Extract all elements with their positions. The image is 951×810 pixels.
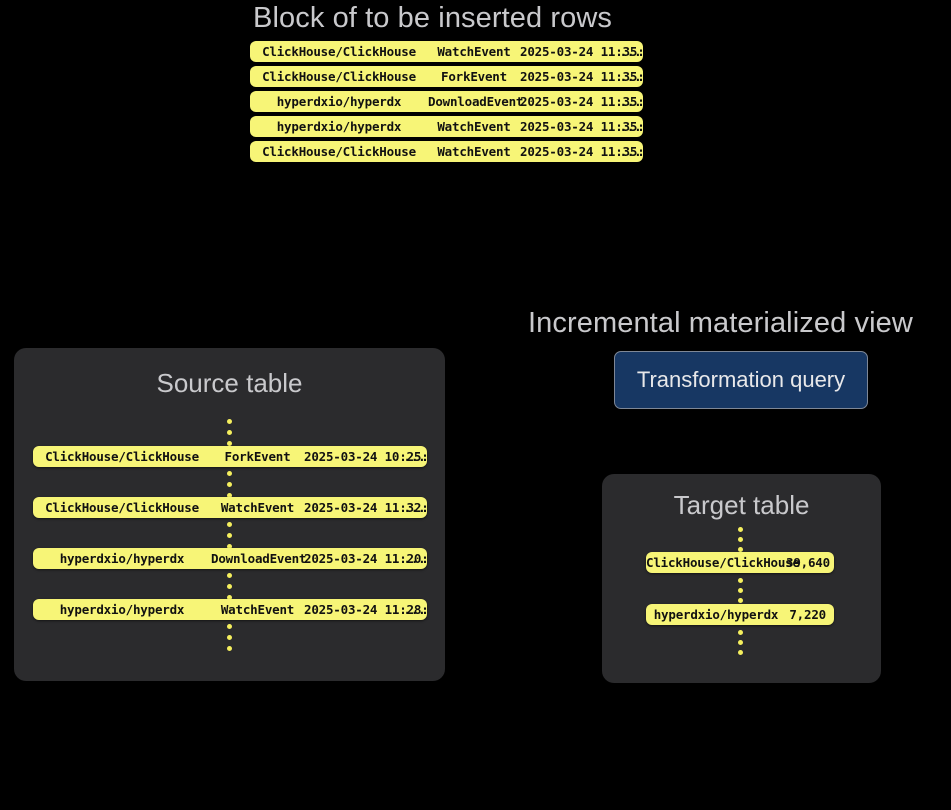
row-event: DownloadEvent xyxy=(211,551,307,566)
row-timestamp: 2025-03-24 11:28:32 xyxy=(304,602,427,617)
block-row: ClickHouse/ClickHouse WatchEvent 2025-03… xyxy=(250,141,643,162)
row-event: WatchEvent xyxy=(220,602,295,617)
ellipsis-dots xyxy=(227,522,232,549)
row-timestamp: 2025-03-24 11:35:48 xyxy=(520,94,643,109)
row-timestamp: 2025-03-24 11:35:54 xyxy=(520,144,643,159)
block-row: hyperdxio/hyperdx WatchEvent 2025-03-24 … xyxy=(250,116,643,137)
row-more: ... xyxy=(619,119,642,134)
transformation-query-label: Transformation query xyxy=(636,367,846,392)
ellipsis-dots xyxy=(227,624,232,651)
target-table-row: hyperdxio/hyperdx 7,220 xyxy=(646,604,834,625)
target-table-row: ClickHouse/ClickHouse 39,640 xyxy=(646,552,834,573)
row-more: ... xyxy=(619,144,642,159)
row-timestamp: 2025-03-24 11:35:40 xyxy=(520,44,643,59)
target-table-panel: Target table xyxy=(602,474,881,683)
row-repo: ClickHouse/ClickHouse xyxy=(45,500,199,515)
row-repo: ClickHouse/ClickHouse xyxy=(262,44,416,59)
row-repo: ClickHouse/ClickHouse xyxy=(262,144,416,159)
row-more: ... xyxy=(403,602,426,617)
row-event: ForkEvent xyxy=(441,69,507,84)
row-count: 7,220 xyxy=(789,607,826,622)
row-timestamp: 2025-03-24 11:20:12 xyxy=(304,551,427,566)
row-timestamp: 2025-03-24 11:35:44 xyxy=(520,69,643,84)
source-table-title: Source table xyxy=(156,368,303,398)
row-more: ... xyxy=(619,94,642,109)
row-more: ... xyxy=(403,500,426,515)
row-event: DownloadEvent xyxy=(428,94,524,109)
source-table-row: hyperdxio/hyperdx WatchEvent 2025-03-24 … xyxy=(33,599,427,620)
row-timestamp: 2025-03-24 11:35:52 xyxy=(520,119,643,134)
source-table-row: ClickHouse/ClickHouse WatchEvent 2025-03… xyxy=(33,497,427,518)
row-timestamp: 2025-03-24 11:32:54 xyxy=(304,500,427,515)
row-count: 39,640 xyxy=(786,555,830,570)
block-title: Block of to be inserted rows xyxy=(253,2,613,34)
row-repo: hyperdxio/hyperdx xyxy=(276,119,402,134)
row-event: WatchEvent xyxy=(437,44,511,59)
block-row: ClickHouse/ClickHouse ForkEvent 2025-03-… xyxy=(250,66,643,87)
row-repo: hyperdxio/hyperdx xyxy=(653,607,779,622)
ellipsis-dots xyxy=(738,527,743,552)
block-row: hyperdxio/hyperdx DownloadEvent 2025-03-… xyxy=(250,91,643,112)
target-table-title: Target table xyxy=(673,490,810,520)
ellipsis-dots xyxy=(227,419,232,446)
row-repo: ClickHouse/ClickHouse xyxy=(646,555,800,570)
row-more: ... xyxy=(619,44,642,59)
ellipsis-dots xyxy=(738,630,743,655)
transformation-query-box[interactable]: Transformation query xyxy=(614,351,868,409)
row-more: ... xyxy=(403,449,426,464)
row-event: ForkEvent xyxy=(224,449,291,464)
row-more: ... xyxy=(619,69,642,84)
row-repo: ClickHouse/ClickHouse xyxy=(45,449,199,464)
ellipsis-dots xyxy=(227,471,232,498)
row-more: ... xyxy=(403,551,426,566)
materialized-view-title: Incremental materialized view xyxy=(528,307,913,339)
source-table-row: ClickHouse/ClickHouse ForkEvent 2025-03-… xyxy=(33,446,427,467)
block-row: ClickHouse/ClickHouse WatchEvent 2025-03… xyxy=(250,41,643,62)
ellipsis-dots xyxy=(738,578,743,603)
row-repo: hyperdxio/hyperdx xyxy=(276,94,402,109)
row-event: WatchEvent xyxy=(437,119,511,134)
row-event: WatchEvent xyxy=(220,500,295,515)
row-repo: ClickHouse/ClickHouse xyxy=(262,69,416,84)
row-timestamp: 2025-03-24 10:25:00 xyxy=(304,449,427,464)
row-event: WatchEvent xyxy=(437,144,511,159)
ellipsis-dots xyxy=(227,573,232,600)
source-table-row: hyperdxio/hyperdx DownloadEvent 2025-03-… xyxy=(33,548,427,569)
row-repo: hyperdxio/hyperdx xyxy=(59,602,185,617)
row-repo: hyperdxio/hyperdx xyxy=(59,551,185,566)
